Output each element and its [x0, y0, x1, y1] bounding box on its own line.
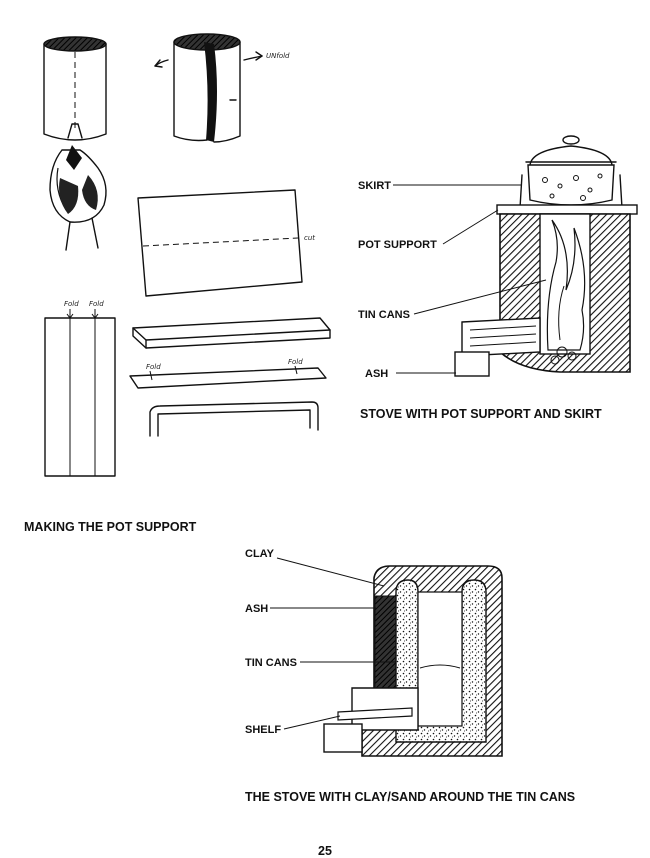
cut-annotation: cut — [304, 234, 315, 242]
tin-can-cutting-drawing — [43, 36, 107, 251]
fold-label-left: Fold — [64, 300, 79, 308]
ash-label-bottom: ASH — [245, 603, 268, 615]
stove-with-clay-sand: CLAY ASH TIN CANS SHELF — [245, 548, 503, 757]
tin-cans-label-bottom: TIN CANS — [245, 657, 297, 669]
flat-sheet-cut-drawing: cut — [137, 189, 315, 297]
skirt-label: SKIRT — [358, 180, 391, 192]
clay-label: CLAY — [245, 548, 275, 560]
unfold-annotation: UNfold — [266, 52, 290, 60]
fold-strip-label-left: Fold — [146, 363, 161, 371]
folded-strip-drawing: Fold Fold — [44, 300, 116, 477]
page-number: 25 — [318, 844, 332, 858]
ash-label: ASH — [365, 368, 388, 380]
shelf-label: SHELF — [245, 724, 281, 736]
pot-support-label: POT SUPPORT — [358, 239, 437, 251]
pot-support-pieces-drawing: Fold Fold — [129, 317, 331, 437]
stove-top-caption: STOVE WITH POT SUPPORT AND SKIRT — [360, 407, 602, 421]
tin-can-unfold-drawing: UNfold — [154, 33, 290, 143]
tin-cans-label: TIN CANS — [358, 309, 410, 321]
fold-strip-label-right: Fold — [288, 358, 303, 366]
stove-bottom-caption: THE STOVE WITH CLAY/SAND AROUND THE TIN … — [245, 790, 575, 804]
stove-with-pot-support: SKIRT POT SUPPORT TIN CANS ASH — [358, 135, 638, 380]
making-pot-support-caption: MAKING THE POT SUPPORT — [24, 520, 197, 534]
fold-label-right: Fold — [89, 300, 104, 308]
